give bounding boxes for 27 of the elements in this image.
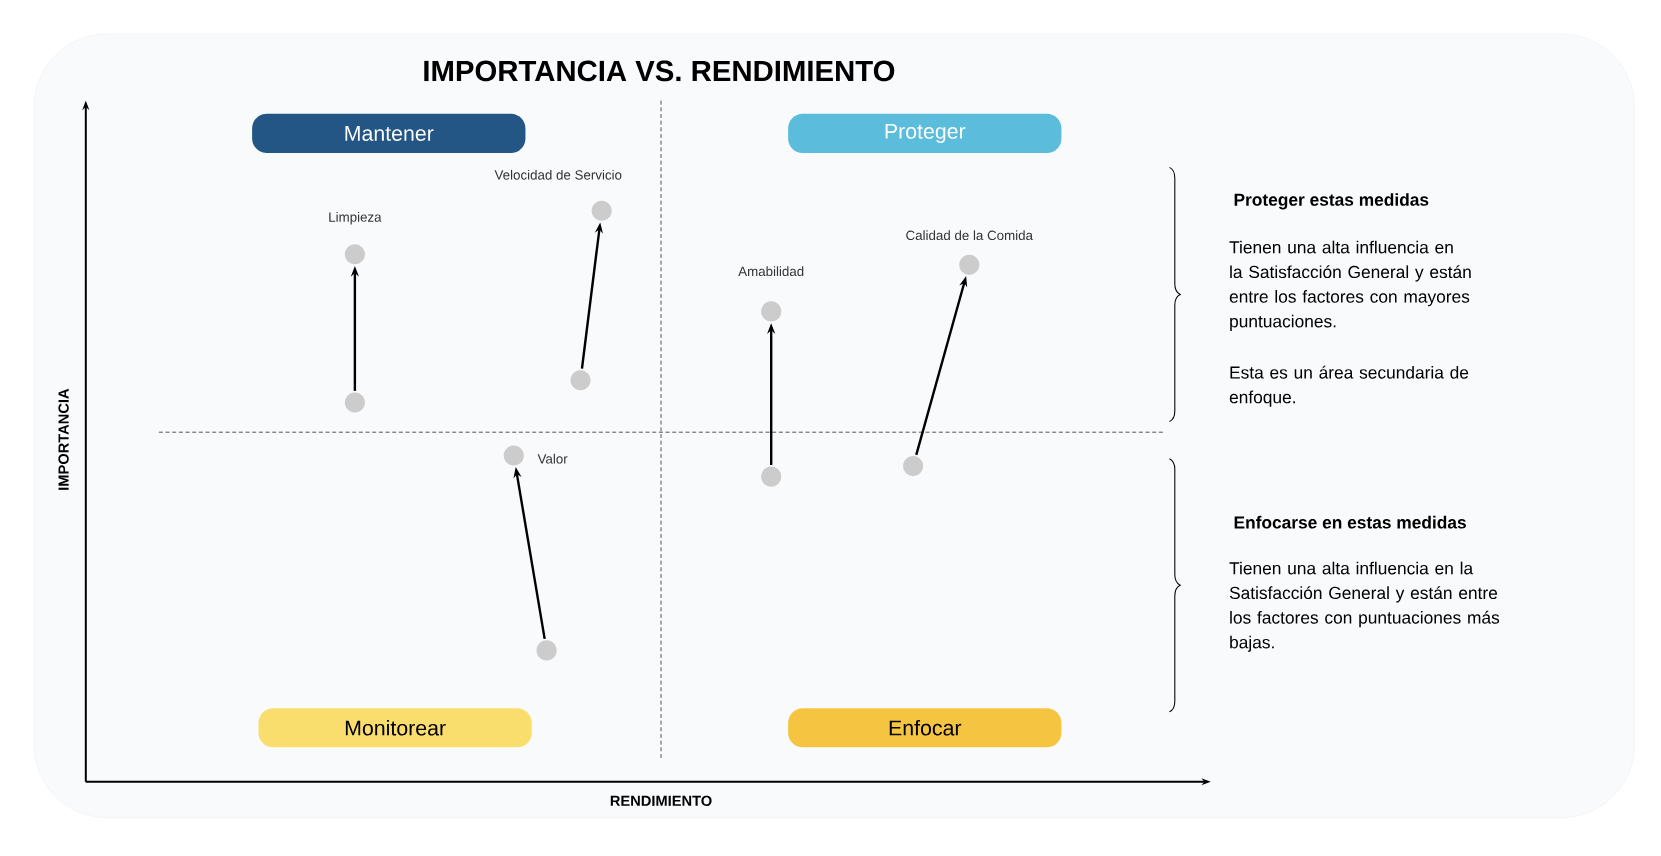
axis-label: RENDIMIENTO [610,795,712,807]
title: IMPORTANCIA VS. RENDIMIENTO [424,60,895,82]
point-label: Limpieza [329,212,382,225]
quadrant-pill: Monitorear [258,708,532,748]
note-text: Tienen una alta influencia en la Satisfacción General y están entre los factores con puntuaciones más bajas. [1229,561,1500,652]
data-dot [591,200,612,221]
point-label: Velocidad de Servicio [494,169,622,180]
note-text: Tienen una alta influencia en la Satisfacción General y están entre los factores con mayores puntuaciones. [1229,240,1471,331]
data-dot [903,456,924,477]
quadrant-pill: Enfocar [788,708,1062,748]
data-dot [344,244,365,265]
data-dot [761,466,782,487]
quadrant-pill: Proteger [788,113,1062,154]
data-dot [536,640,557,661]
point-label: Amabilidad [738,266,804,277]
note-heading: Enfocarse en estas medidas [1234,515,1466,529]
point-label: Valor [537,453,568,464]
data-dot [570,370,591,391]
quadrant-pill: Mantener [252,113,526,154]
data-dot [344,392,365,413]
data-dot [761,301,782,322]
note-heading: Proteger estas medidas [1234,193,1429,210]
data-dot [503,445,524,466]
axis-label: IMPORTANCIA [58,388,69,490]
point-label: Calidad de la Comida [906,230,1033,241]
note-text: Esta es un área secundaria de enfoque. [1229,365,1469,407]
data-dot [959,254,980,275]
